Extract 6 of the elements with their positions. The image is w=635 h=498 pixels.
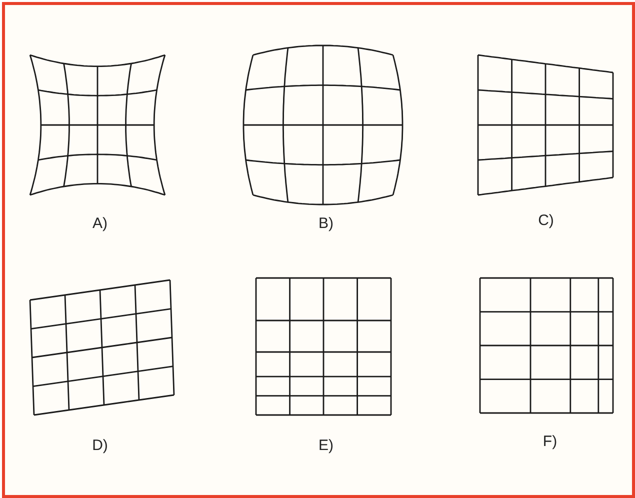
panel-letter: A) [92, 215, 108, 232]
panel-letter: C) [537, 212, 555, 229]
panel-letter: F) [542, 433, 558, 450]
panel-letter: B) [318, 215, 334, 232]
panel-letter: E) [318, 437, 334, 454]
panel-letter: D) [91, 437, 109, 454]
